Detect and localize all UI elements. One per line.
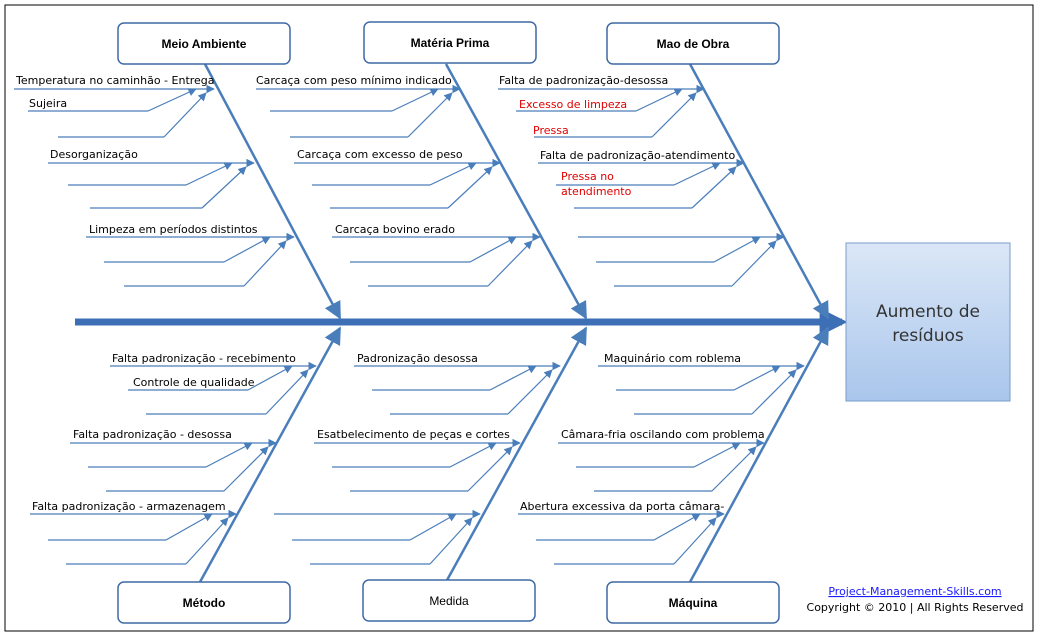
cause-label: Falta padronização - desossa: [73, 428, 232, 441]
footer-copyright: Copyright © 2010 | All Rights Reserved: [807, 601, 1024, 614]
cause-label: Limpeza em períodos distintos: [89, 223, 258, 236]
cause-label: Sujeira: [29, 97, 67, 110]
cause-label: Carcaça bovino erado: [335, 223, 455, 236]
cause-label: Carcaça com excesso de peso: [297, 148, 463, 161]
cause-label: Falta padronização - recebimento: [112, 352, 296, 365]
category-box-materia-prima: [363, 21, 537, 64]
cause-label: Temperatura no caminhão - Entrega: [15, 74, 215, 87]
bone-medida: [444, 326, 588, 583]
cause-label: Esatbelecimento de peças e cortes: [317, 428, 510, 441]
category-box-medida: [362, 579, 536, 622]
cause-label: Controle de qualidade: [133, 376, 255, 389]
category-box-metodo: [117, 581, 291, 624]
bone-meio-ambiente: [203, 63, 342, 320]
cause-label: Carcaça com peso mínimo indicado: [256, 74, 452, 87]
effect-line-1: Aumento de: [876, 302, 980, 322]
cause-label: Pressa no: [561, 170, 614, 183]
category-label-materia-prima: Matéria Prima: [411, 36, 490, 50]
effect-line-2: resíduos: [892, 326, 964, 346]
cause-label: Desorganização: [50, 148, 138, 161]
branches-maquina: [518, 361, 805, 565]
category-label-maquina: Máquina: [669, 596, 718, 610]
effect-box: [845, 242, 1011, 402]
bone-mao-de-obra: [688, 63, 830, 320]
branches-materia-prima: [256, 84, 541, 287]
cause-label: Excesso de limpeza: [519, 98, 627, 111]
cause-label: Câmara-fria oscilando com problema: [561, 428, 765, 441]
category-box-mao-de-obra: [606, 22, 780, 65]
cause-label: Falta de padronização-desossa: [499, 74, 668, 87]
bone-materia-prima: [444, 63, 588, 320]
cause-label: Abertura excessiva da porta câmara-: [520, 500, 724, 513]
footer-link[interactable]: Project-Management-Skills.com: [828, 585, 1001, 598]
cause-label: Maquinário com roblema: [604, 352, 741, 365]
category-label-mao-de-obra: Mao de Obra: [657, 37, 730, 51]
branches-metodo: [30, 361, 317, 565]
category-label-metodo: Método: [183, 596, 226, 610]
cause-label: Falta padronização - armazenagem: [32, 500, 226, 513]
cause-label: Falta de padronização-atendimento: [540, 149, 735, 162]
cause-label: Pressa: [533, 124, 569, 137]
category-label-medida: Medida: [429, 594, 469, 608]
category-label-meio-ambiente: Meio Ambiente: [162, 37, 247, 51]
category-box-meio-ambiente: [117, 22, 291, 65]
bone-metodo: [198, 326, 342, 583]
cause-label: atendimento: [561, 185, 632, 198]
cause-label: Padronização desossa: [357, 352, 478, 365]
branches-mao-de-obra: [498, 84, 785, 287]
bone-maquina: [688, 326, 830, 583]
category-box-maquina: [606, 581, 780, 624]
branches-meio-ambiente: [14, 84, 295, 287]
branches-medida: [274, 361, 561, 565]
